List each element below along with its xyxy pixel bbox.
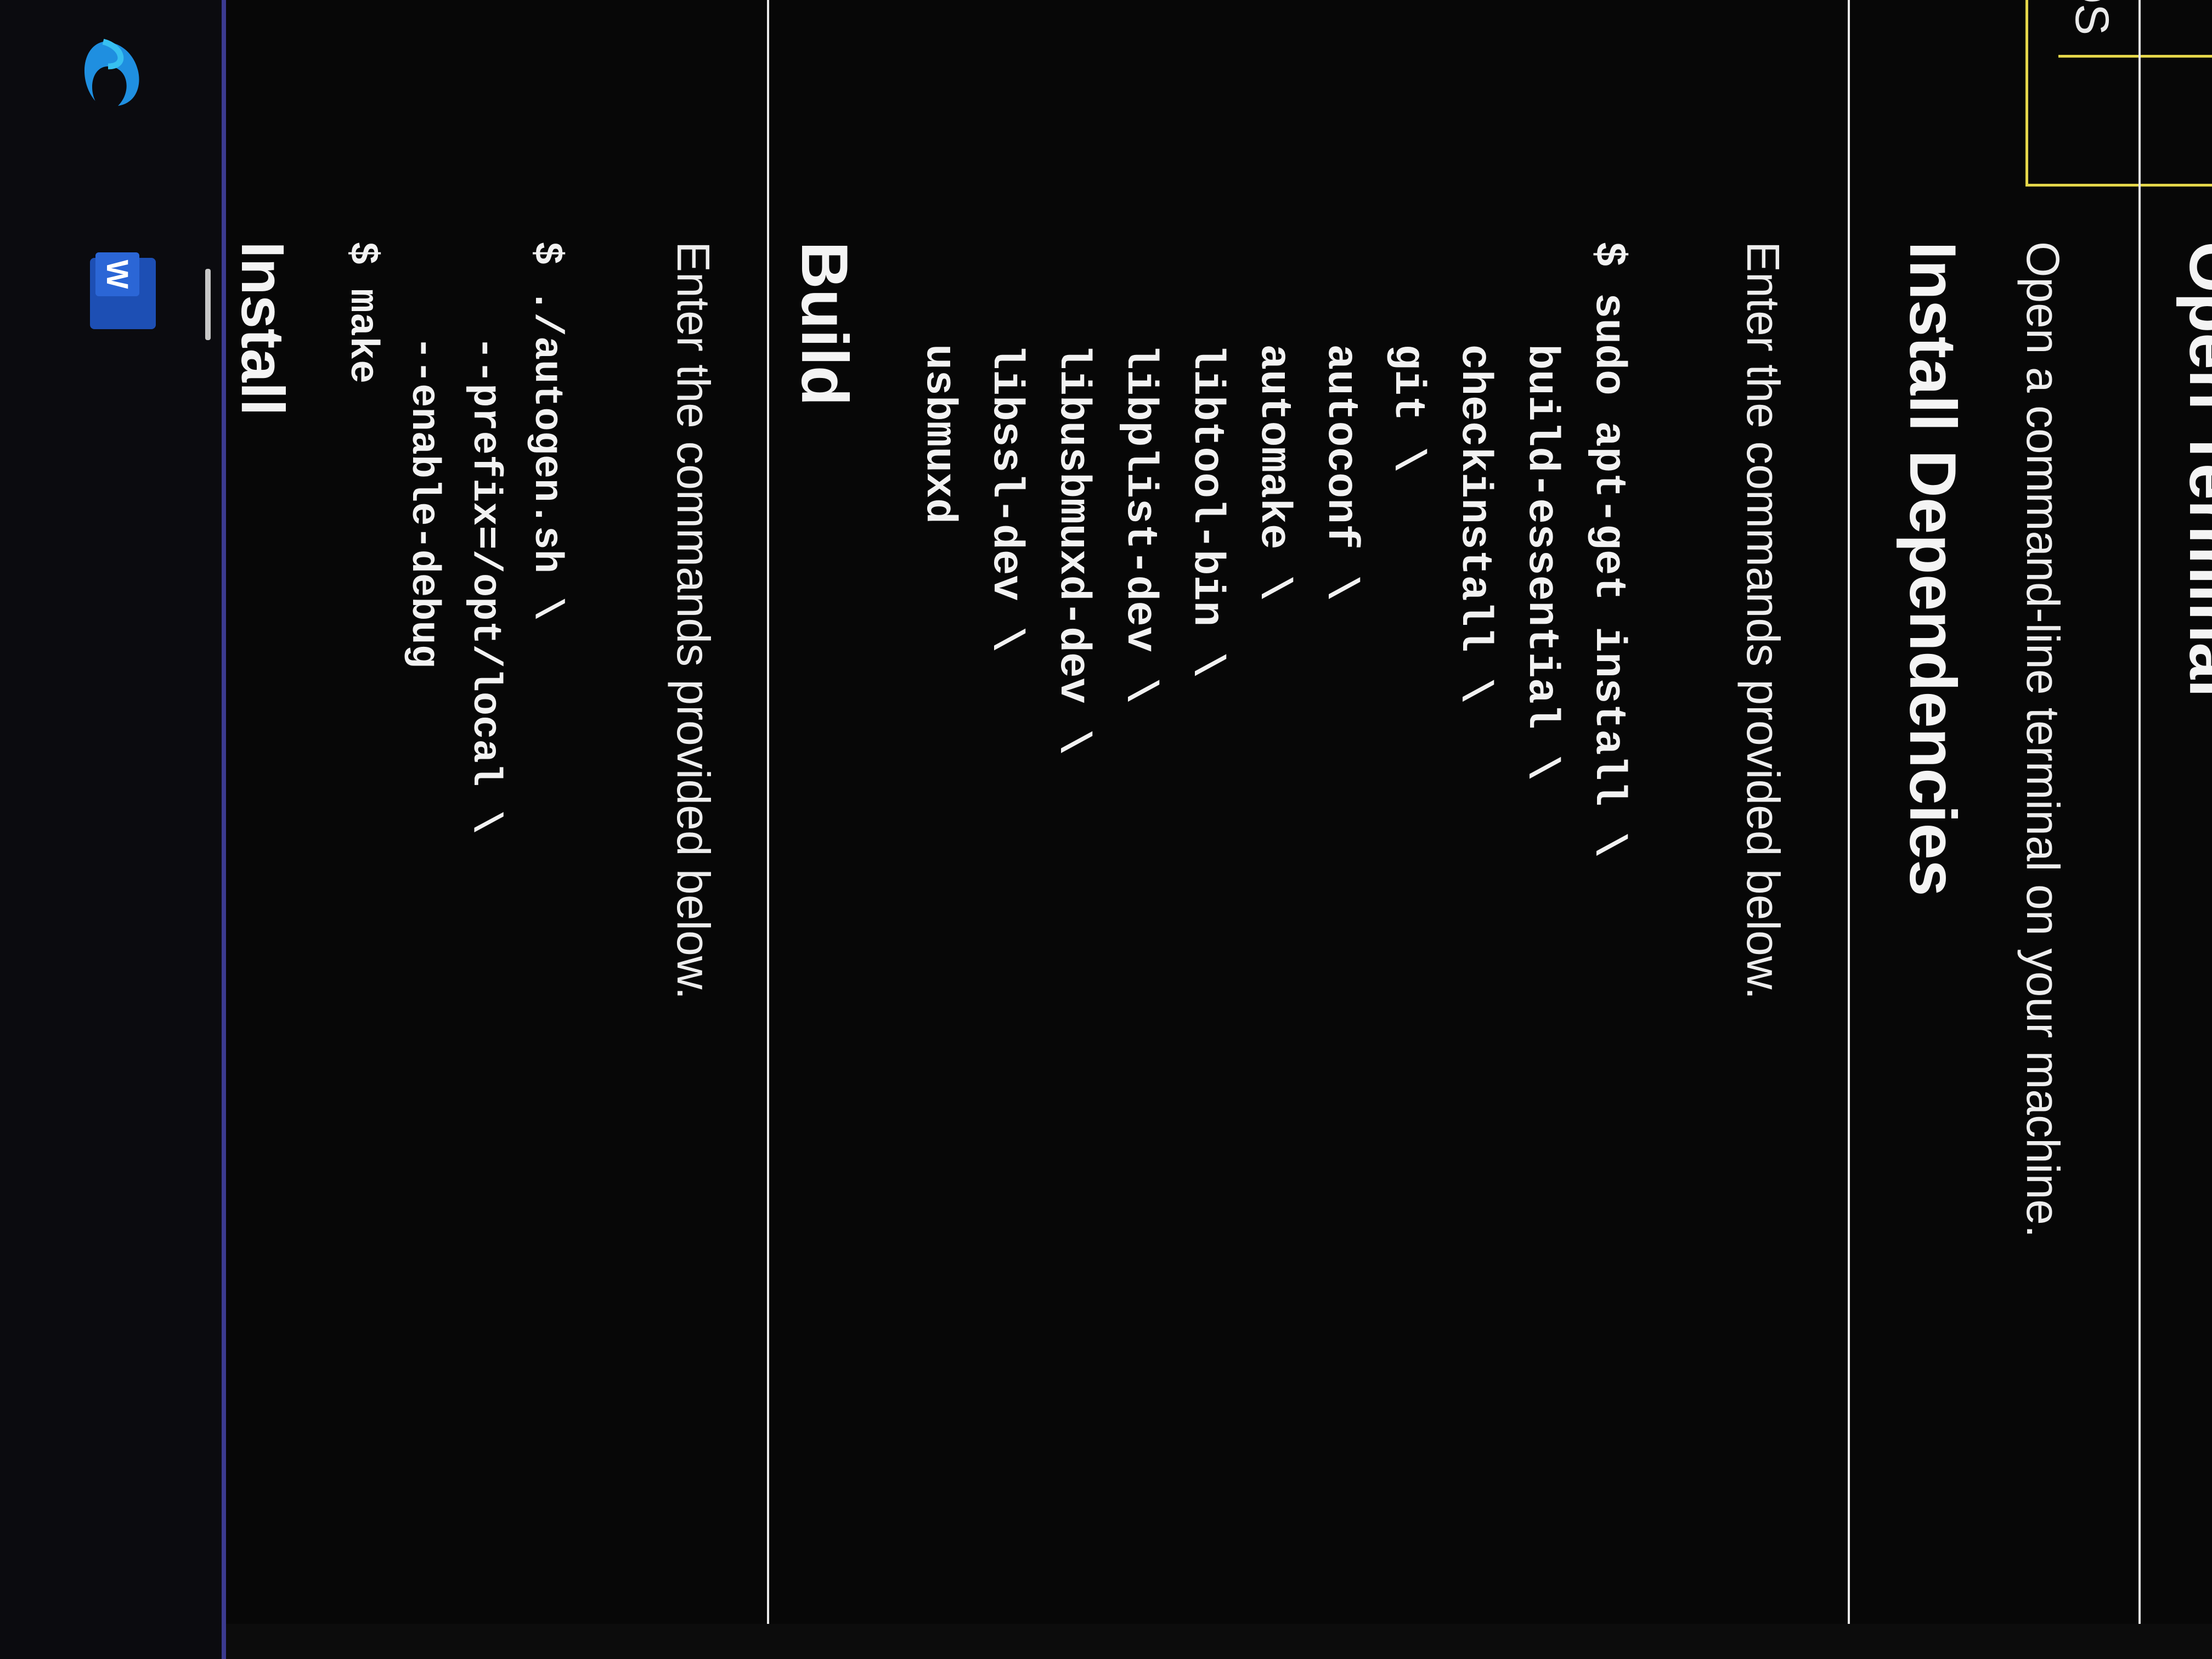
code-line: libtool-bin \	[1182, 241, 1231, 678]
code-line: libplist-dev \	[1115, 241, 1164, 704]
word-icon-badge: W	[95, 252, 139, 296]
code-line: autoconf \	[1316, 241, 1364, 601]
documentation-page: OS Open Terminal Open a command-line ter…	[226, 0, 2212, 1624]
open-terminal-instruction: Open a command-line terminal on your mac…	[2017, 241, 2069, 1238]
taskbar: W	[0, 0, 226, 1659]
code-line: libssl-dev \	[981, 241, 1030, 652]
section-divider	[767, 0, 769, 1624]
section-divider	[1848, 0, 1850, 1624]
code-line: $ make	[340, 241, 385, 384]
heading-build: Build	[788, 241, 861, 406]
code-line: checkinstall \	[1450, 241, 1498, 704]
active-app-indicator	[205, 269, 211, 340]
build-code-block[interactable]: $ ./autogen.sh \ --prefix=/opt/local \ -…	[340, 241, 577, 1009]
code-line: build-essential \	[1517, 241, 1565, 781]
code-line: --prefix=/opt/local \	[462, 241, 507, 834]
window-edge	[226, 1624, 2212, 1659]
edge-icon[interactable]	[63, 22, 172, 132]
build-instruction: Enter the commands provided below.	[668, 241, 719, 1000]
install-dependencies-code-block[interactable]: $ sudo apt-get install \ build-essential…	[915, 241, 1641, 1119]
code-line: $ ./autogen.sh \	[524, 241, 569, 621]
platform-tab-label: OS	[2066, 0, 2118, 36]
install-dependencies-instruction: Enter the commands provided below.	[1737, 241, 1789, 1000]
platform-tab[interactable]: OS	[2025, 0, 2212, 187]
section-divider	[2138, 0, 2141, 1624]
code-line: $ sudo apt-get install \	[1584, 241, 1632, 858]
heading-open-terminal: Open Terminal	[2176, 241, 2212, 698]
heading-install: Install	[229, 241, 296, 416]
edge-icon-glyph	[84, 38, 139, 106]
word-icon[interactable]: W	[63, 241, 172, 351]
code-line: git \	[1383, 241, 1431, 473]
code-line: usbmuxd	[915, 241, 963, 524]
code-line: automake \	[1249, 241, 1297, 601]
code-line: --enable-debug	[401, 241, 446, 668]
heading-install-dependencies: Install Dependencies	[1896, 241, 1970, 896]
code-line: libusbmuxd-dev \	[1048, 241, 1097, 755]
